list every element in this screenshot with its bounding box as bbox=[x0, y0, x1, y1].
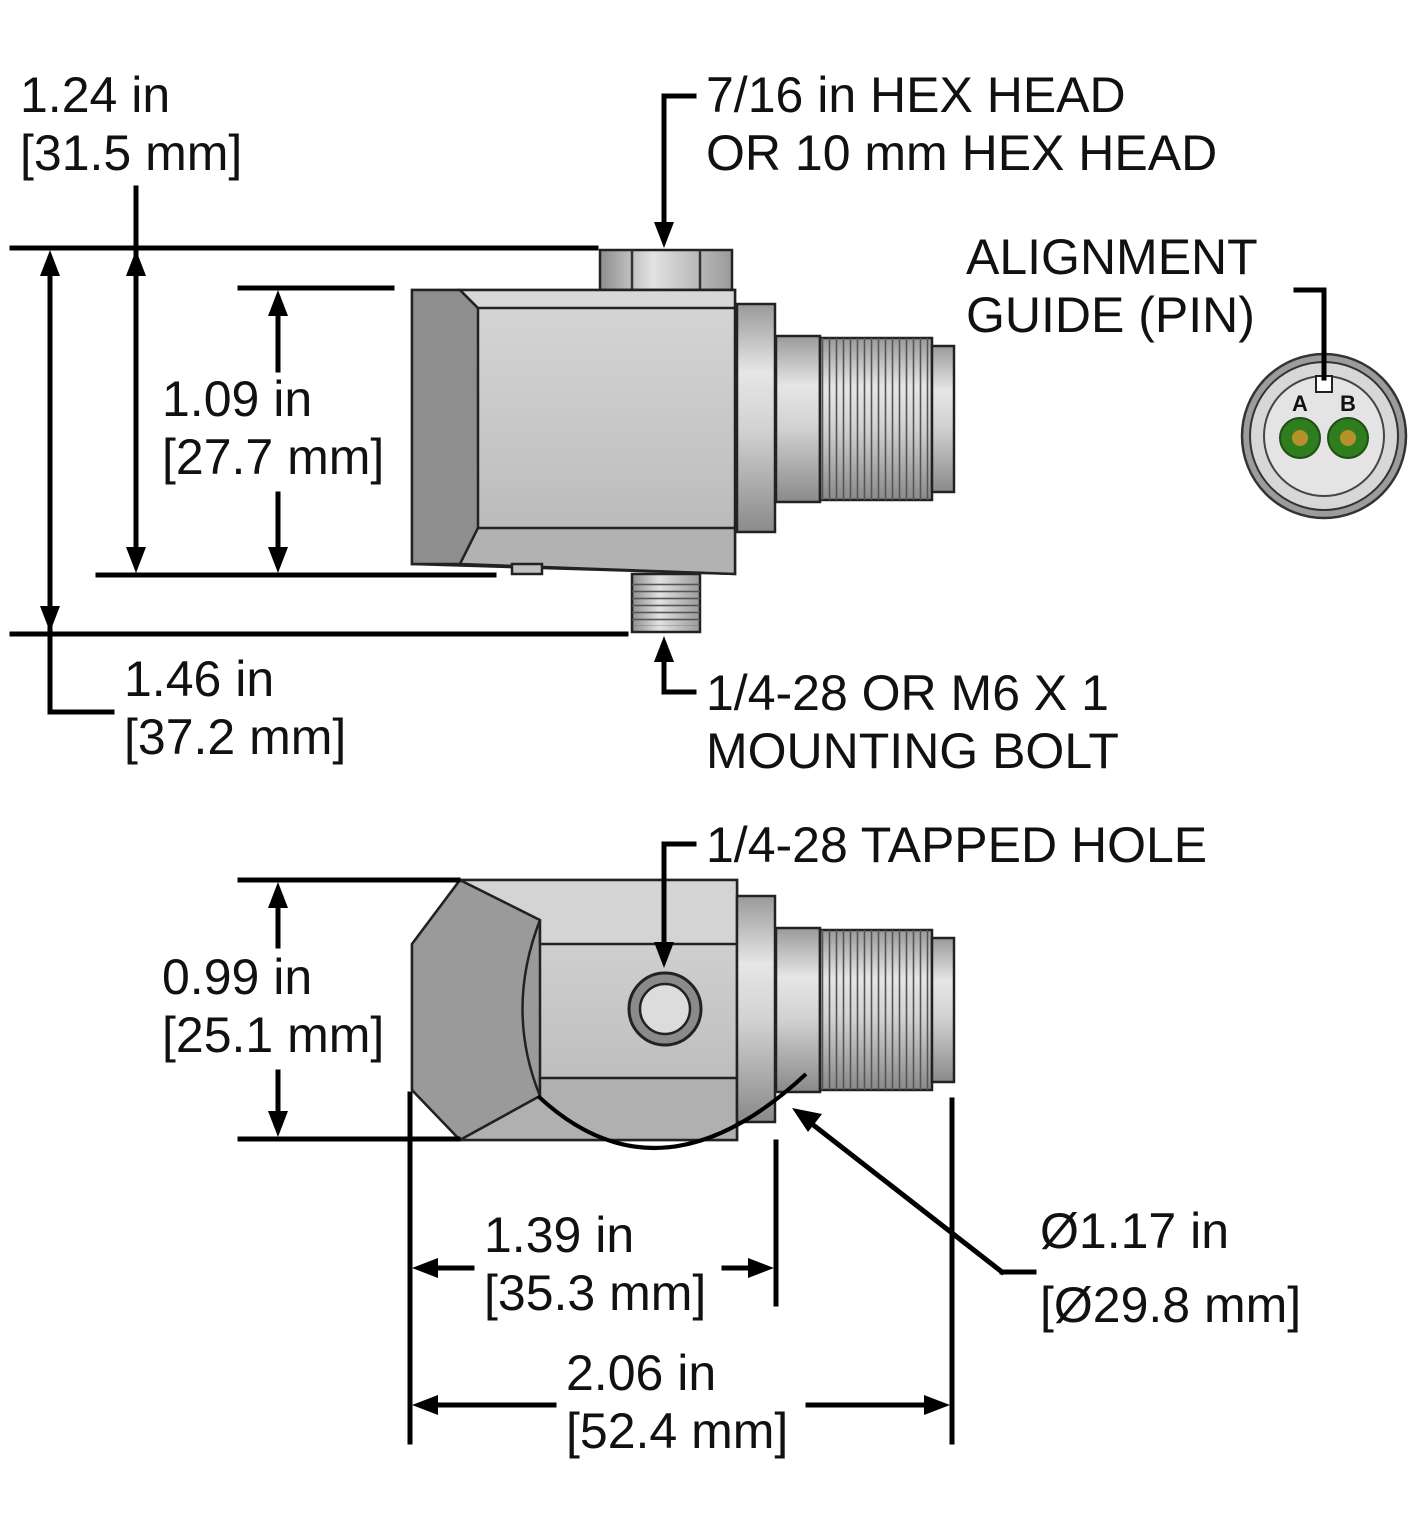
dim-206-mm-label: [52.4 mm] bbox=[566, 1403, 788, 1459]
bottom-view-dimensions bbox=[237, 841, 1037, 1445]
dim-109-mm-label: [27.7 mm] bbox=[162, 429, 384, 485]
connector-collar bbox=[735, 302, 777, 534]
tapped-hole-label: 1/4-28 TAPPED HOLE bbox=[706, 817, 1207, 873]
top-view: A B bbox=[410, 248, 1408, 634]
dim-124-in-label: 1.24 in bbox=[20, 67, 170, 123]
dim-146-in-label: 1.46 in bbox=[124, 651, 274, 707]
pin-b-label: B bbox=[1340, 391, 1356, 416]
dim-139-mm-label: [35.3 mm] bbox=[484, 1265, 706, 1321]
dim-099-in-label: 0.99 in bbox=[162, 949, 312, 1005]
diameter-mm-label: [Ø29.8 mm] bbox=[1040, 1277, 1301, 1333]
alignment-label-line2: GUIDE (PIN) bbox=[966, 287, 1255, 343]
hex-head-label-line1: 7/16 in HEX HEAD bbox=[706, 67, 1126, 123]
connector-end-view: A B bbox=[1240, 352, 1408, 520]
sensor-body-side bbox=[410, 288, 737, 576]
pin-a-label: A bbox=[1292, 391, 1308, 416]
labels: 1.24 in [31.5 mm] 1.09 in [27.7 mm] 1.46… bbox=[20, 67, 1301, 1459]
mounting-bolt bbox=[630, 572, 702, 634]
bolt-label-line2: MOUNTING BOLT bbox=[706, 723, 1119, 779]
connector-collar-bottom bbox=[735, 894, 777, 1124]
dim-109-in-label: 1.09 in bbox=[162, 371, 312, 427]
connector-thread-bottom bbox=[774, 926, 956, 1094]
alignment-label-line1: ALIGNMENT bbox=[966, 229, 1258, 285]
dim-146-mm-label: [37.2 mm] bbox=[124, 709, 346, 765]
dim-099-mm-label: [25.1 mm] bbox=[162, 1007, 384, 1063]
dim-206-in-label: 2.06 in bbox=[566, 1345, 716, 1401]
diameter-in-label: Ø1.17 in bbox=[1040, 1203, 1229, 1259]
bolt-label-line1: 1/4-28 OR M6 X 1 bbox=[706, 665, 1109, 721]
hex-head bbox=[598, 248, 734, 292]
top-view-dimensions bbox=[9, 93, 1327, 715]
bottom-view bbox=[410, 878, 956, 1150]
connector-thread bbox=[774, 334, 956, 504]
hex-head-label-line2: OR 10 mm HEX HEAD bbox=[706, 125, 1217, 181]
diameter-arc bbox=[536, 1072, 808, 1150]
dim-124-mm-label: [31.5 mm] bbox=[20, 125, 242, 181]
tapped-hole bbox=[627, 971, 703, 1047]
dim-139-in-label: 1.39 in bbox=[484, 1207, 634, 1263]
